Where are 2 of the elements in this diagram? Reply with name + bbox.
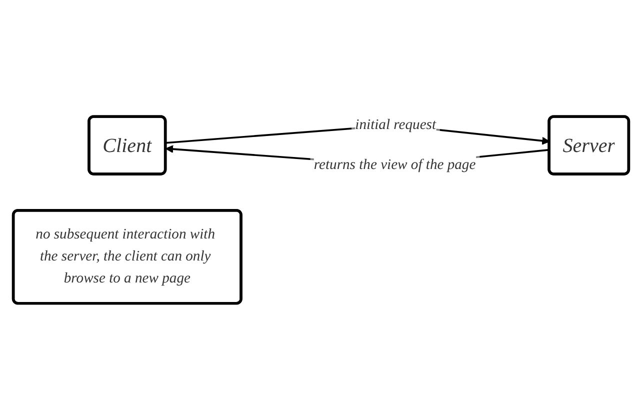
edge-label: returns the view of the page xyxy=(314,156,476,172)
edge-label: initial request xyxy=(355,116,436,132)
